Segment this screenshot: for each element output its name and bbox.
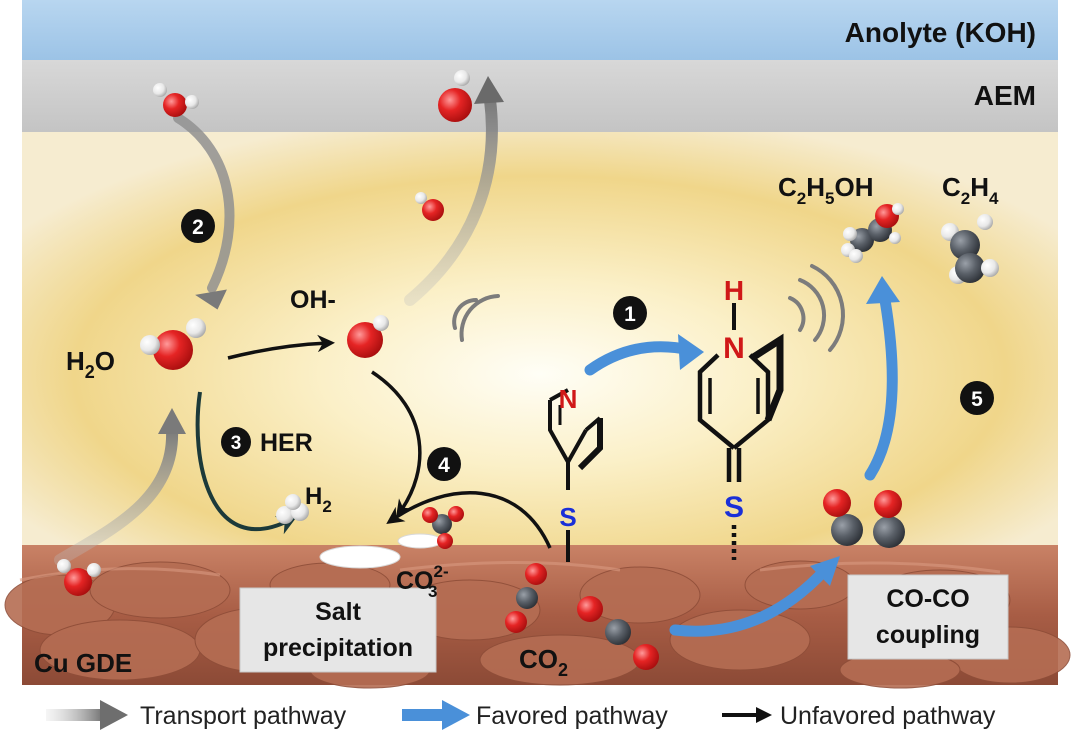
transport-arrow-icon [100,700,128,730]
her-arrow [195,391,298,535]
step-badge-1: 1 [613,296,647,330]
coupling-label-line2: coupling [876,621,980,649]
h2o-label: H2O [66,346,115,382]
favored-arrows [584,276,900,637]
svg-text:5: 5 [971,388,983,411]
cu-gde-label: Cu GDE [34,648,132,678]
co-co-adsorbed-pair [823,489,905,548]
h2-label: H2 [305,483,332,516]
salt-precipitation-box: Salt precipitation [239,587,437,673]
water-molecule-mid [415,192,444,221]
pyridine-n-atom: N [559,384,578,414]
legend-item-favored: Favored pathway [402,700,668,730]
legend: Transport pathway Favored pathway Unfavo… [46,700,996,730]
vibration-arcs-left [452,294,500,342]
co2-molecule-1 [505,563,547,633]
svg-text:4: 4 [438,454,450,477]
salt-label-line1: Salt [315,598,362,626]
reduced-n-atom: N [723,332,745,365]
water-molecule-h2o [140,318,206,370]
reduced-thione-molecule [697,333,784,560]
reduced-h-atom: H [724,275,744,306]
hydroxide-molecule [347,315,389,358]
thione-s-atom: S [724,491,744,524]
unfavored-arrow-icon [756,707,772,723]
oh-label: OH- [290,286,336,314]
svg-text:2: 2 [192,216,204,239]
step-badge-2: 2 [181,209,215,243]
co2-label: CO2 [519,644,568,680]
legend-item-unfavored: Unfavored pathway [722,702,996,730]
ethylene-label: C2H4 [942,172,999,208]
step-badge-5: 5 [960,381,994,415]
unfavored-arrows [227,334,552,549]
svg-text:Unfavored pathway: Unfavored pathway [780,702,996,730]
water-molecule-aem-left [153,83,199,117]
water-molecule-electrode [57,559,101,596]
salt-deposit [319,545,401,569]
vibration-arcs-right [788,264,845,352]
ethanol-molecule [841,203,904,263]
aem-label: AEM [974,80,1036,111]
salt-label-line2: precipitation [263,634,413,662]
anolyte-label: Anolyte (KOH) [845,17,1036,48]
svg-text:Favored pathway: Favored pathway [476,702,668,730]
hydrogen-molecule [276,494,309,524]
thiolate-s-atom: S [559,502,576,532]
pyridine-thiolate-molecule [548,388,603,562]
step-badge-4: 4 [427,447,461,481]
svg-text:3: 3 [231,433,242,454]
coupling-label-line1: CO-CO [886,585,969,613]
ethylene-molecule [941,214,999,284]
ethanol-label: C2H5OH [778,172,874,208]
co3-subscript: 3 [428,582,437,601]
carbonate-molecule [422,506,464,549]
transport-arrows [54,76,504,566]
salt-deposit [397,533,443,549]
svg-text:Transport pathway: Transport pathway [140,702,347,730]
her-label: HER [260,429,313,457]
water-molecule-aem-right [438,70,472,122]
co3-label: CO2- [396,562,449,595]
anolyte-layer [22,0,1058,60]
co2-molecule-2 [577,596,659,670]
favored-arrow-icon [442,700,470,730]
svg-text:1: 1 [624,303,636,326]
co-co-coupling-box: CO-CO coupling [847,574,1009,660]
step-badge-3: 3 [221,427,251,457]
legend-item-transport: Transport pathway [46,700,347,730]
